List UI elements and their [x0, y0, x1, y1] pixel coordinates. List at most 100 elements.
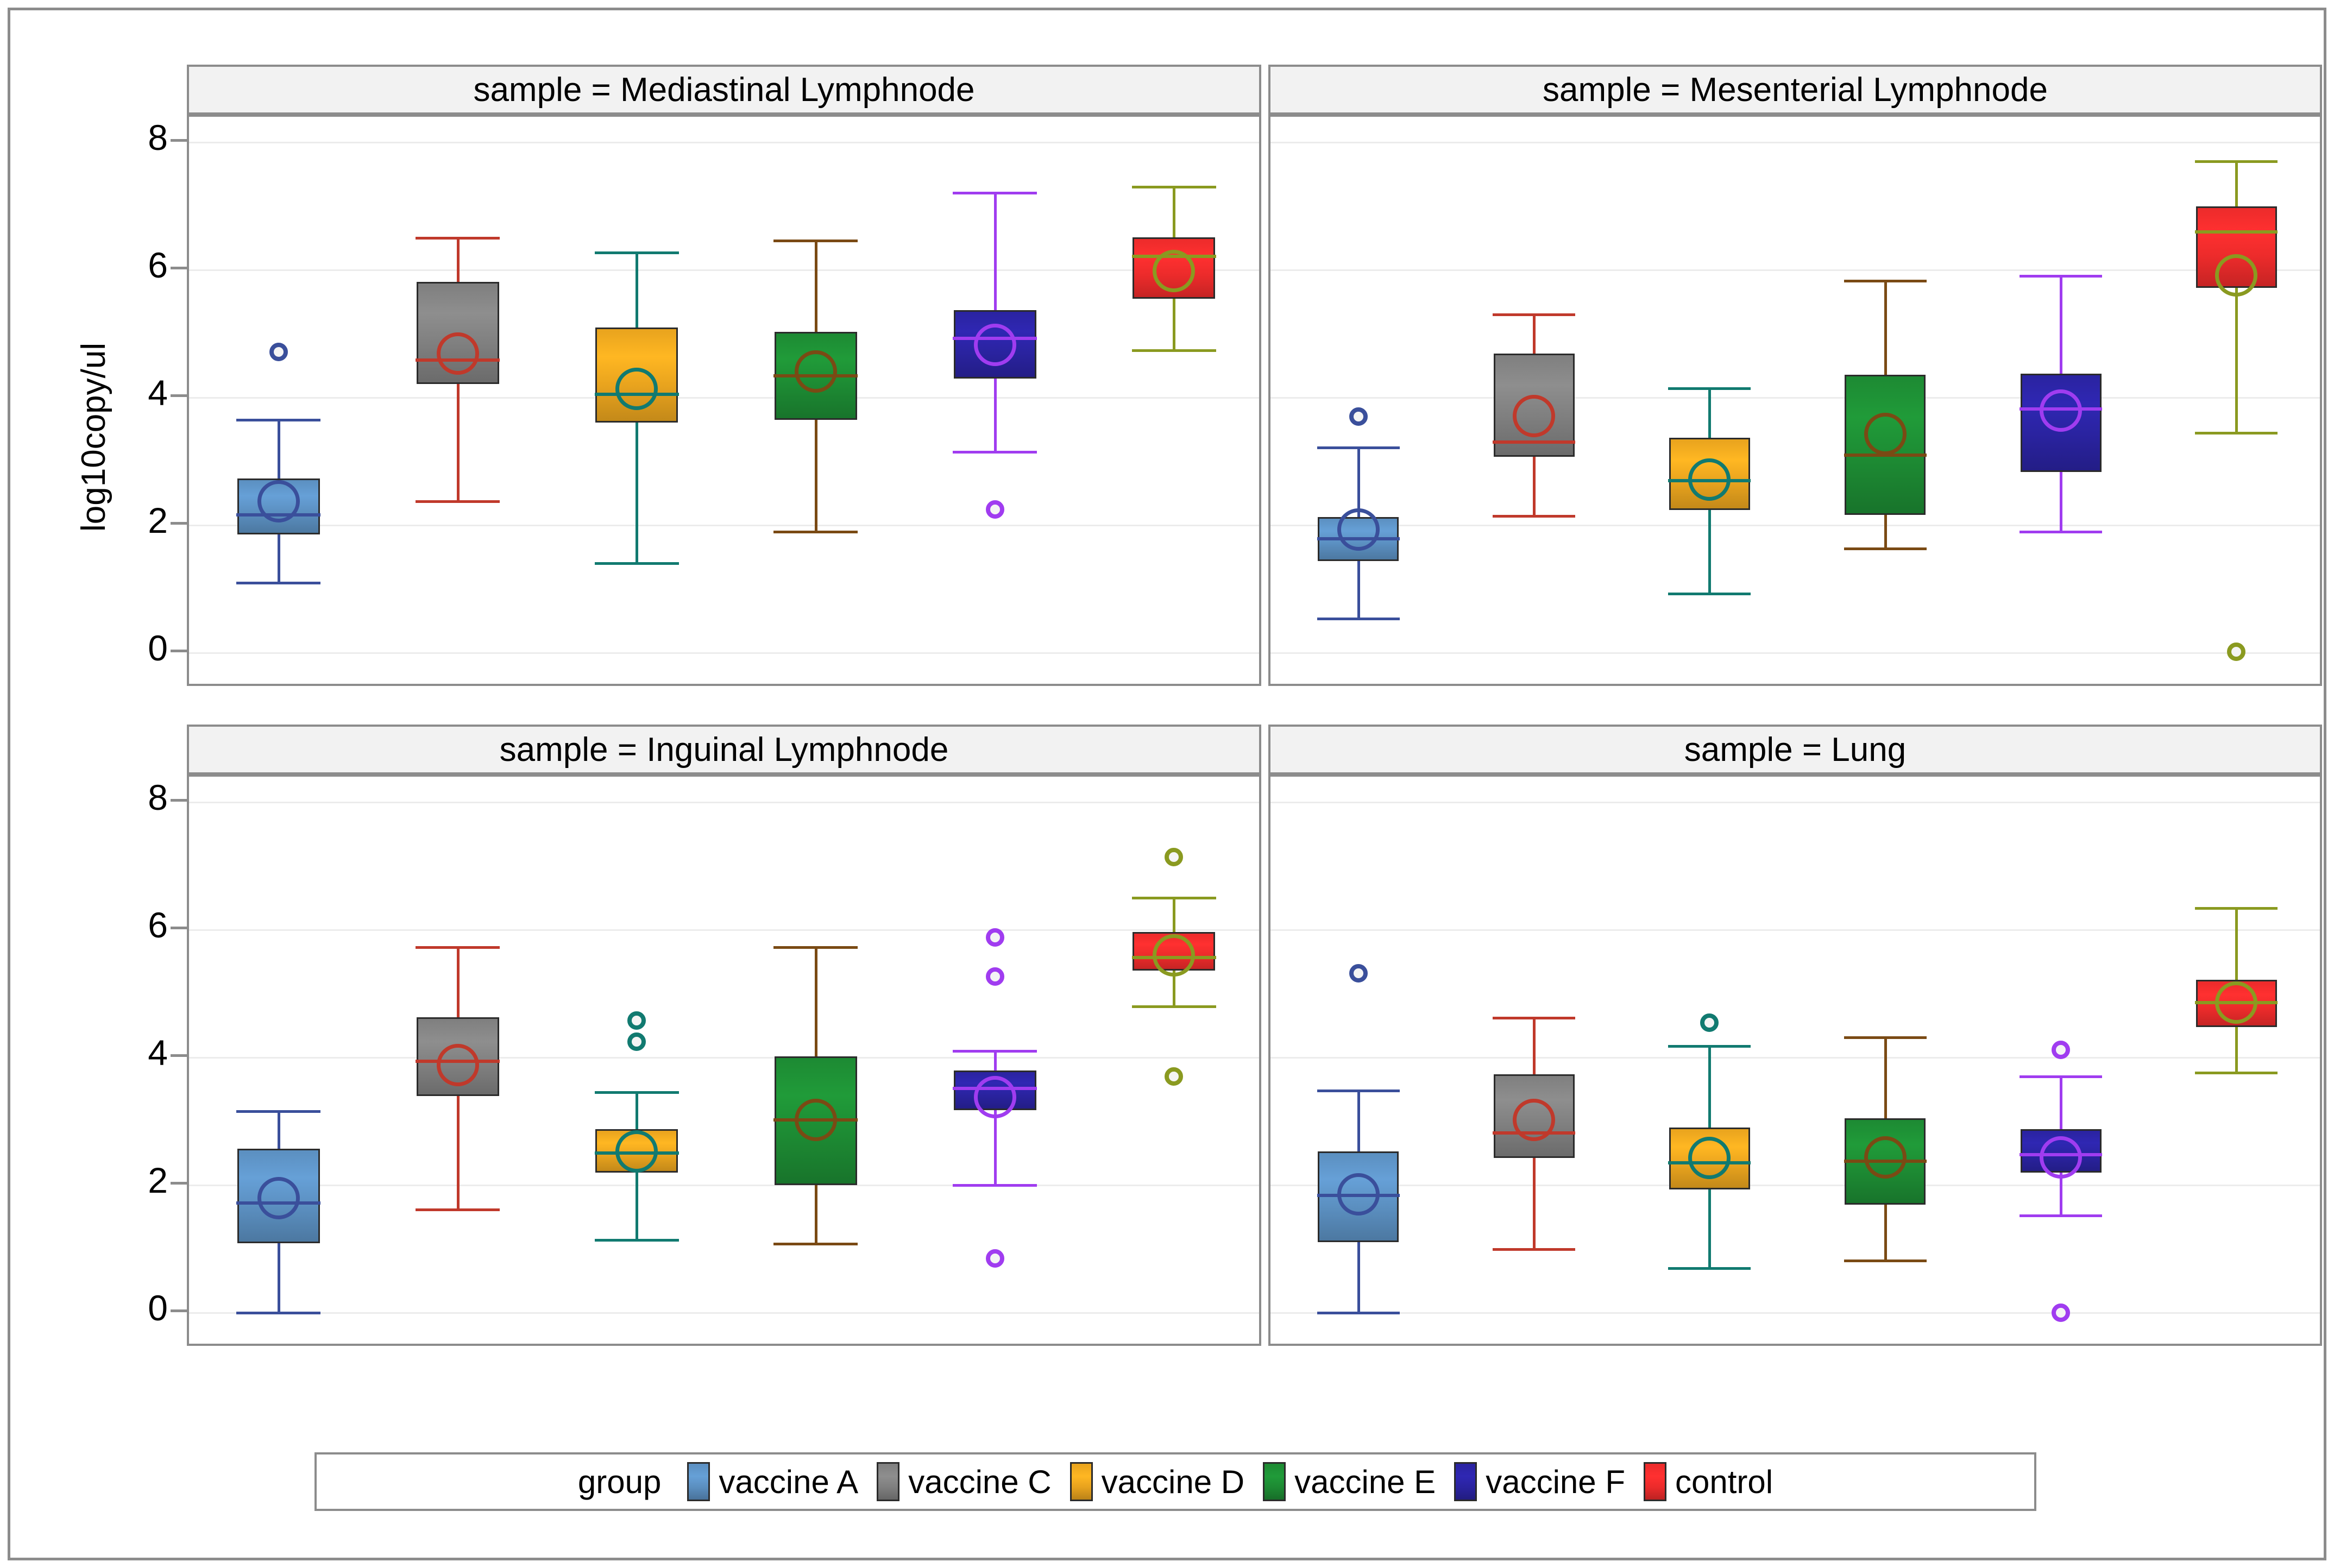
upper-whisker-cap [1668, 1045, 1751, 1048]
mean-marker [794, 350, 837, 393]
mean-marker [1337, 1173, 1380, 1216]
upper-whisker-cap [953, 1050, 1037, 1053]
legend-item[interactable]: vaccine A [687, 1462, 858, 1501]
legend-swatch [1643, 1462, 1666, 1501]
plot-area [1270, 117, 2320, 684]
panel-strip-title: sample = Mediastinal Lymphnode [187, 65, 1261, 115]
legend-item[interactable]: vaccine C [877, 1462, 1052, 1501]
y-tick-mark [171, 394, 187, 398]
lower-whisker-cap [1131, 1005, 1216, 1009]
legend-items: vaccine A vaccine C vaccine D vaccine E vacc… [687, 1462, 1773, 1501]
lower-whisker-cap [2020, 1214, 2102, 1217]
mean-marker [1864, 1136, 1907, 1179]
outlier-point [1349, 407, 1368, 426]
y-tick-mark [171, 1182, 187, 1185]
upper-whisker-cap [1493, 313, 1575, 317]
legend-item[interactable]: vaccine F [1454, 1462, 1625, 1501]
mean-marker [1688, 1136, 1731, 1179]
mean-marker [2215, 254, 2258, 297]
y-tick-mark [171, 799, 187, 802]
upper-whisker-cap [1668, 387, 1751, 390]
lower-whisker-cap [1844, 1259, 1927, 1262]
facet-panel [1268, 774, 2322, 1346]
mean-marker [1513, 395, 1555, 438]
lower-whisker-cap [1668, 593, 1751, 596]
mean-marker [794, 1099, 837, 1142]
y-tick-mark [171, 1054, 187, 1057]
median-line [1493, 440, 1575, 444]
legend-title: group [577, 1463, 662, 1500]
upper-whisker-cap [2020, 1075, 2102, 1079]
upper-whisker-cap [416, 946, 500, 949]
upper-whisker-cap [1317, 446, 1400, 449]
mean-marker [436, 332, 479, 375]
y-tick-label: 2 [148, 1160, 168, 1201]
legend-label: vaccine F [1486, 1463, 1625, 1500]
y-tick-mark [171, 139, 187, 142]
outlier-point [2052, 1303, 2070, 1323]
legend-label: vaccine C [908, 1463, 1052, 1500]
mean-marker [1513, 1099, 1555, 1142]
plot-area [1270, 777, 2320, 1344]
panel-strip-title: sample = Inguinal Lymphnode [187, 725, 1261, 774]
y-tick-mark [171, 650, 187, 653]
upper-whisker-cap [2195, 907, 2278, 910]
lower-whisker-cap [953, 451, 1037, 454]
outlier-point [985, 928, 1004, 947]
outlier-point [269, 342, 288, 361]
upper-whisker-cap [773, 240, 858, 243]
gridline [1270, 652, 2320, 654]
plot-area [189, 117, 1259, 684]
y-tick-label: 6 [148, 245, 168, 286]
legend-swatch [1263, 1462, 1286, 1501]
mean-marker [615, 1130, 658, 1173]
lower-whisker-cap [594, 1239, 679, 1242]
panel-title-text: sample = Mesenterial Lymphnode [1543, 71, 2048, 109]
legend-label: vaccine A [719, 1463, 859, 1500]
upper-whisker-cap [2195, 160, 2278, 163]
y-tick-label: 0 [148, 628, 168, 669]
box [2020, 373, 2102, 472]
gridline [189, 1185, 1259, 1187]
lower-whisker-cap [594, 562, 679, 565]
y-tick-mark [171, 267, 187, 270]
mean-marker [615, 367, 658, 410]
lower-whisker-cap [1317, 617, 1400, 620]
legend-swatch [877, 1462, 900, 1501]
y-tick-label: 6 [148, 905, 168, 946]
gridline [1270, 525, 2320, 527]
panel-strip-title: sample = Lung [1268, 725, 2322, 774]
gridline [1270, 397, 2320, 399]
mean-marker [2040, 1136, 2082, 1179]
legend-swatch [687, 1462, 710, 1501]
lower-whisker-cap [1493, 514, 1575, 518]
lower-whisker-cap [1668, 1267, 1751, 1270]
legend-item[interactable]: vaccine D [1070, 1462, 1244, 1501]
outlier-point [985, 1249, 1004, 1268]
mean-marker [257, 1176, 300, 1219]
mean-marker [1337, 508, 1380, 551]
upper-whisker-cap [594, 251, 679, 255]
gridline [1270, 142, 2320, 144]
gridline [1270, 269, 2320, 272]
mean-marker [257, 480, 300, 522]
mean-marker [1864, 413, 1907, 456]
upper-whisker-cap [1131, 897, 1216, 900]
upper-whisker-cap [1844, 1036, 1927, 1039]
gridline [1270, 1057, 2320, 1059]
gridline [189, 525, 1259, 527]
plot-area [189, 777, 1259, 1344]
upper-whisker-cap [2020, 274, 2102, 278]
legend-item[interactable]: vaccine E [1263, 1462, 1436, 1501]
legend-item[interactable]: control [1643, 1462, 1773, 1501]
legend-swatch [1454, 1462, 1477, 1501]
legend-label: vaccine E [1294, 1463, 1436, 1500]
outlier-point [2052, 1041, 2070, 1060]
outlier-point [1700, 1013, 1719, 1032]
upper-whisker-cap [416, 237, 500, 240]
lower-whisker-cap [416, 1208, 500, 1211]
upper-whisker-cap [1844, 280, 1927, 283]
outlier-point [1349, 964, 1368, 983]
